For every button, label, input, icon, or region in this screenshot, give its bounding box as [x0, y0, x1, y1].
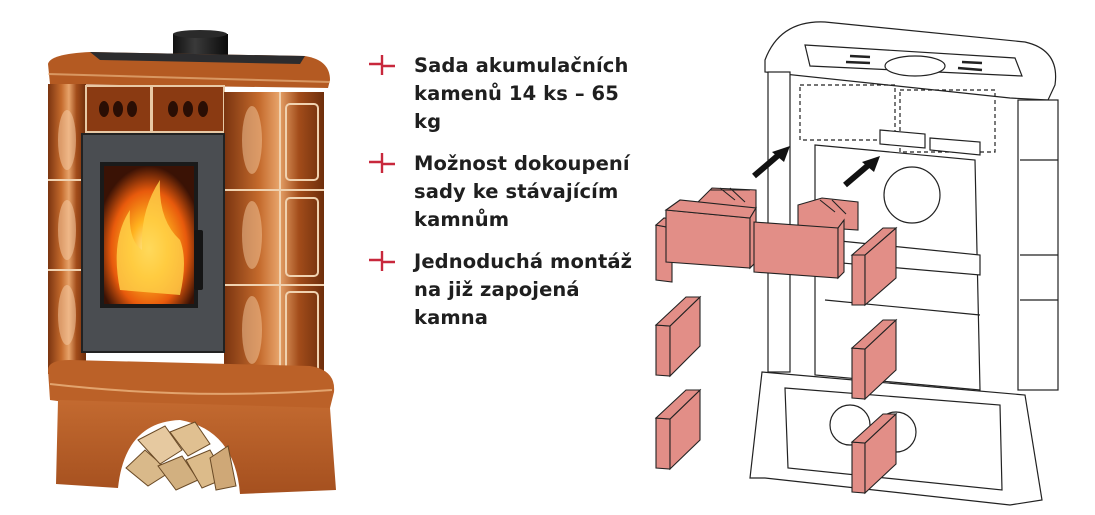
stove-photo — [30, 20, 350, 500]
stove-illustration — [47, 30, 336, 494]
feature-text: Sada akumulačních kamenů 14 ks – 65 kg — [414, 54, 629, 133]
accumulation-stones — [654, 187, 898, 495]
split-cross-bullet-icon — [369, 55, 395, 75]
arrow-icon — [862, 156, 880, 172]
door-handle — [194, 230, 203, 290]
arrow-icon — [772, 146, 790, 162]
stone — [753, 221, 839, 279]
feature-item: Sada akumulačních kamenů 14 ks – 65 kg — [368, 52, 648, 136]
stove-base — [56, 400, 336, 494]
flue-opening — [883, 166, 941, 224]
feature-item: Možnost dokoupení sady ke stávajícím kam… — [368, 150, 648, 234]
left-column — [767, 71, 791, 373]
split-cross-bullet-icon — [369, 251, 395, 271]
feature-text: Možnost dokoupení sady ke stávajícím kam… — [414, 152, 630, 231]
stove-frame-line-drawing — [654, 21, 1059, 506]
right-tile-block — [224, 92, 324, 382]
right-column — [1017, 99, 1059, 391]
feature-list: Sada akumulačních kamenů 14 ks – 65 kg M… — [368, 52, 648, 346]
assembly-diagram — [650, 0, 1080, 511]
split-cross-bullet-icon — [369, 153, 395, 173]
feature-item: Jednoduchá montáž na již zapojená kamna — [368, 248, 648, 332]
firewood-logs — [125, 421, 237, 491]
feature-text: Jednoduchá montáž na již zapojená kamna — [414, 250, 633, 329]
insert-arrows — [752, 146, 880, 188]
stone — [665, 209, 751, 269]
